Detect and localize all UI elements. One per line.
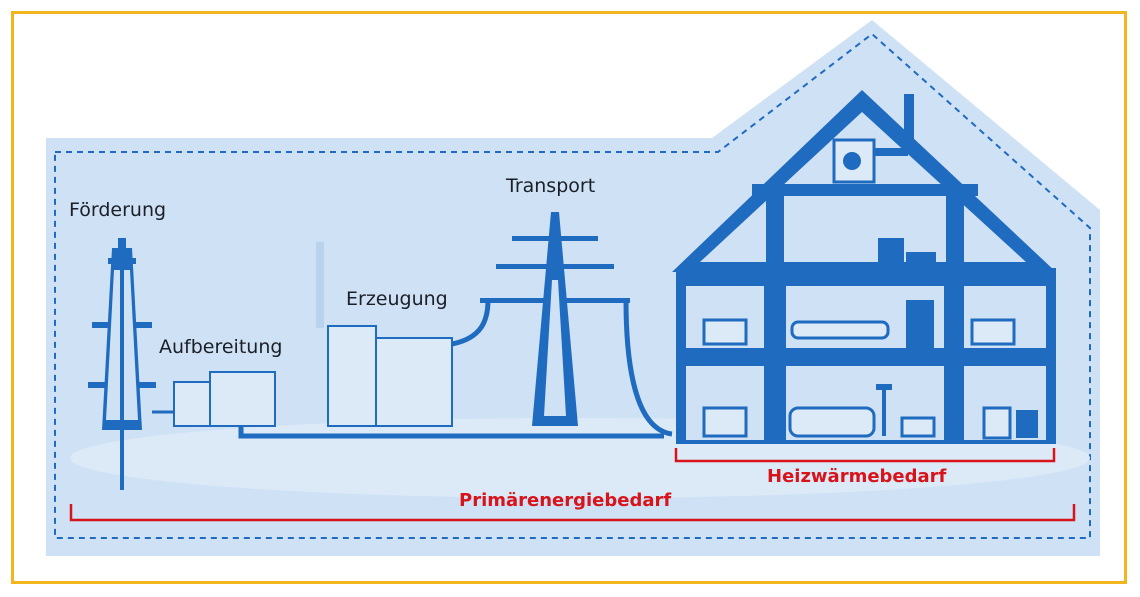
primaerenergiebedarf-bracket bbox=[69, 504, 1076, 522]
label-transport: Transport bbox=[506, 175, 596, 197]
power-cable bbox=[623, 299, 673, 437]
supply-pipe bbox=[238, 426, 664, 439]
power-plant-icon bbox=[316, 242, 453, 427]
label-heizwaermebedarf: Heizwärmebedarf bbox=[767, 466, 947, 487]
label-aufbereitung: Aufbereitung bbox=[159, 336, 283, 358]
processing-plant-icon bbox=[152, 371, 276, 427]
label-erzeugung: Erzeugung bbox=[346, 288, 448, 310]
heizwaermebedarf-bracket bbox=[674, 448, 1056, 463]
power-cable bbox=[451, 299, 491, 347]
house-icon bbox=[672, 90, 1056, 444]
label-foerderung: Förderung bbox=[69, 199, 167, 221]
label-primaerenergiebedarf: Primärenergiebedarf bbox=[459, 490, 672, 511]
diagram-frame bbox=[11, 11, 1127, 584]
dashed-outline bbox=[54, 32, 1091, 539]
